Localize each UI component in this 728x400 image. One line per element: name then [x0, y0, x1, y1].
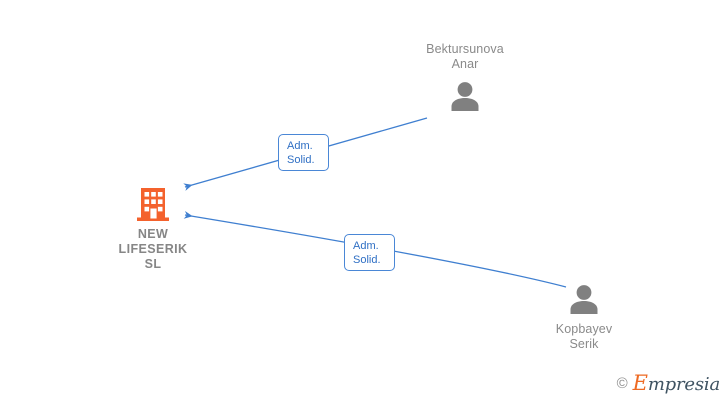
relation-label-adm-solid-kopbayev[interactable]: Adm. Solid.: [344, 234, 395, 271]
brand-rest: mpresia: [647, 374, 720, 395]
person-label: Bektursunova Anar: [426, 42, 504, 71]
copyright-icon: ©: [616, 375, 628, 392]
watermark-empresia: © Empresia: [616, 371, 721, 395]
brand-logotype: Empresia: [632, 371, 721, 395]
company-node-new-lifeserik-sl[interactable]: NEW LIFESERIK SL: [88, 186, 218, 272]
relation-label-adm-solid-bektursunova[interactable]: Adm. Solid.: [278, 134, 329, 171]
person-node-kopbayev-serik[interactable]: Kopbayev Serik: [514, 284, 654, 352]
person-icon: [514, 284, 654, 314]
person-icon: [395, 81, 535, 111]
brand-initial: E: [632, 371, 648, 395]
person-label: Kopbayev Serik: [555, 322, 613, 351]
company-label: NEW LIFESERIK SL: [118, 227, 188, 271]
building-icon: [88, 186, 218, 224]
person-node-bektursunova-anar[interactable]: Bektursunova Anar: [395, 42, 535, 111]
